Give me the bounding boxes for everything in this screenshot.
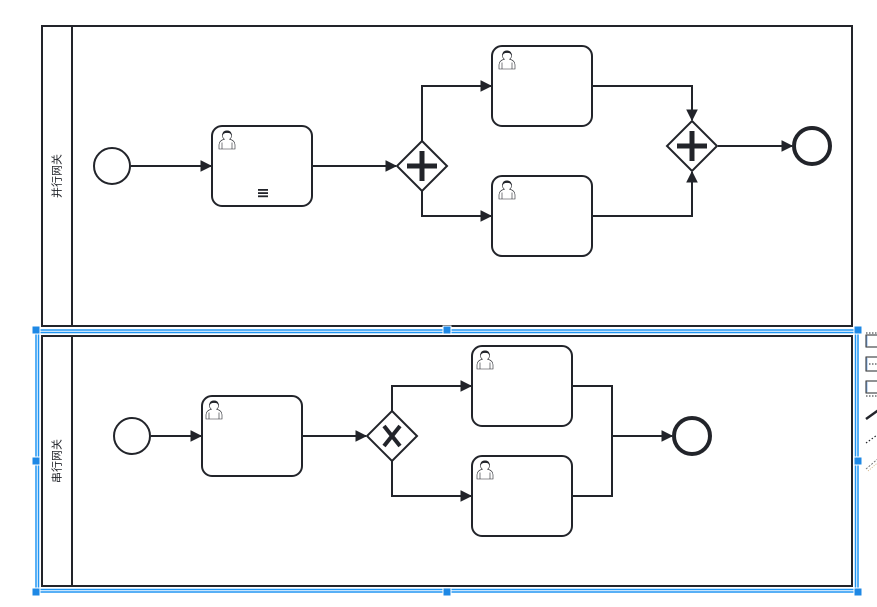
parallel-gateway[interactable] (665, 119, 719, 173)
sequence-flow[interactable] (593, 170, 698, 217)
text-annotation-association-icon[interactable] (865, 433, 877, 444)
sequence-flow[interactable] (573, 385, 613, 436)
user-task[interactable] (201, 395, 303, 477)
resize-handle-top-left[interactable] (31, 325, 41, 335)
start-event[interactable] (113, 417, 151, 455)
sequence-flow[interactable] (593, 85, 698, 122)
connect-icon[interactable] (865, 409, 877, 421)
pool-parallel[interactable]: 并行网关 (41, 25, 853, 327)
resize-handle-top-right[interactable] (853, 325, 863, 335)
pool-parallel-label[interactable]: 并行网关 (50, 154, 64, 198)
pool-serial-flows (151, 380, 674, 502)
resize-handle-bottom-right[interactable] (853, 587, 863, 597)
sequence-flow[interactable] (391, 380, 473, 411)
user-task[interactable] (471, 455, 573, 537)
pool-parallel-flows (131, 80, 794, 222)
end-event[interactable] (792, 126, 832, 166)
start-event[interactable] (93, 147, 131, 185)
resize-handles (31, 325, 863, 597)
resize-handle-right[interactable] (853, 456, 863, 466)
add-lane-above-icon[interactable] (865, 332, 877, 348)
pool-serial[interactable]: 串行网关 (41, 335, 853, 587)
pool-parallel-border[interactable] (41, 25, 853, 327)
pool-serial-label[interactable]: 串行网关 (50, 439, 64, 483)
resize-handle-bottom-left[interactable] (31, 587, 41, 597)
sequence-flow[interactable] (391, 461, 473, 502)
exclusive-gateway[interactable] (365, 409, 419, 463)
parallel-gateway-plus-icon (407, 151, 437, 181)
sequence-flow[interactable] (573, 430, 674, 497)
pool-serial-border[interactable] (41, 335, 853, 587)
user-task[interactable] (491, 45, 593, 127)
user-task[interactable] (211, 125, 313, 207)
context-pad (865, 332, 877, 472)
resize-handle-left[interactable] (31, 456, 41, 466)
user-task[interactable] (471, 345, 573, 427)
parallel-gateway-plus-icon (677, 131, 707, 161)
end-event[interactable] (672, 416, 712, 456)
parallel-gateway[interactable] (395, 139, 449, 193)
message-flow-icon[interactable] (865, 457, 877, 472)
divide-two-lanes-icon[interactable] (865, 356, 877, 372)
add-lane-below-icon[interactable] (865, 380, 877, 397)
exclusive-gateway-x-icon (382, 424, 402, 448)
sequence-flow[interactable] (421, 80, 493, 141)
sequential-multi-instance-marker-icon (258, 189, 268, 198)
resize-handle-top[interactable] (442, 325, 452, 335)
sequence-flow[interactable] (421, 191, 493, 222)
user-task[interactable] (491, 175, 593, 257)
resize-handle-bottom[interactable] (442, 587, 452, 597)
